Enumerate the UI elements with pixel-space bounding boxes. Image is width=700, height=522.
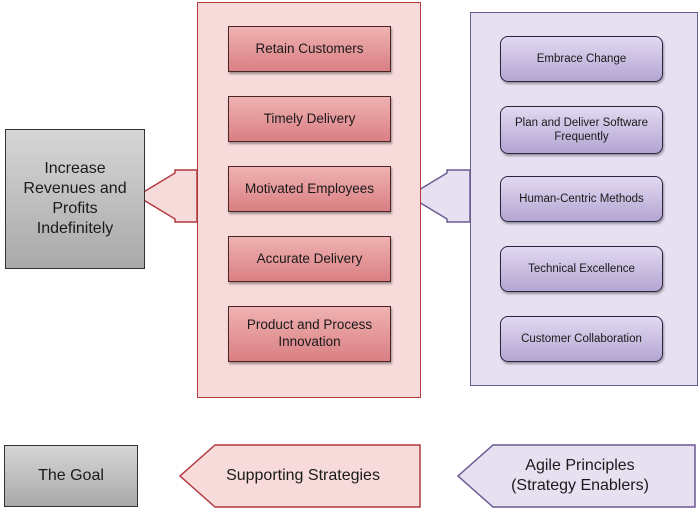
- principle-technical-excellence: Technical Excellence: [500, 246, 663, 292]
- principle-label: Plan and Deliver Software Frequently: [515, 116, 648, 143]
- strategy-label: Timely Delivery: [263, 110, 356, 126]
- principle-label: Embrace Change: [536, 52, 627, 65]
- strategy-label: Retain Customers: [255, 40, 364, 56]
- principle-label: Customer Collaboration: [521, 332, 642, 345]
- legend-principles-line2: (Strategy Enablers): [511, 477, 649, 494]
- principle-plan-deliver-frequently: Plan and Deliver Software Frequently: [500, 106, 663, 154]
- principle-label: Technical Excellence: [528, 262, 635, 275]
- legend-principles: Agile Principles (Strategy Enablers): [490, 445, 670, 507]
- legend-strategies-label: Supporting Strategies: [226, 467, 380, 484]
- principle-customer-collaboration: Customer Collaboration: [500, 316, 663, 362]
- legend-arrow-strategies: [178, 444, 421, 508]
- goal-label: Increase Revenues and Profits Indefinite…: [23, 160, 127, 237]
- legend-arrow-principles: [456, 444, 696, 508]
- strategy-label: Motivated Employees: [244, 180, 375, 196]
- legend-goal-label: The Goal: [38, 467, 104, 484]
- legend-strategies: Supporting Strategies: [215, 445, 391, 507]
- principle-human-centric-methods: Human-Centric Methods: [500, 176, 663, 222]
- legend-principles-line1: Agile Principles: [525, 457, 635, 474]
- strategy-retain-customers: Retain Customers: [228, 26, 391, 72]
- arrow-principles-to-strategies: [407, 169, 471, 223]
- strategy-product-process-innovation: Product and Process Innovation: [228, 306, 391, 362]
- goal-box: Increase Revenues and Profits Indefinite…: [5, 129, 145, 269]
- principle-label: Human-Centric Methods: [519, 192, 644, 205]
- arrow-strategies-to-goal: [135, 169, 198, 223]
- strategy-motivated-employees: Motivated Employees: [228, 166, 391, 212]
- strategy-timely-delivery: Timely Delivery: [228, 96, 391, 142]
- strategy-label: Accurate Delivery: [256, 250, 363, 266]
- strategy-accurate-delivery: Accurate Delivery: [228, 236, 391, 282]
- legend-goal: The Goal: [4, 445, 138, 507]
- principle-embrace-change: Embrace Change: [500, 36, 663, 82]
- strategy-label: Product and Process Innovation: [246, 317, 373, 349]
